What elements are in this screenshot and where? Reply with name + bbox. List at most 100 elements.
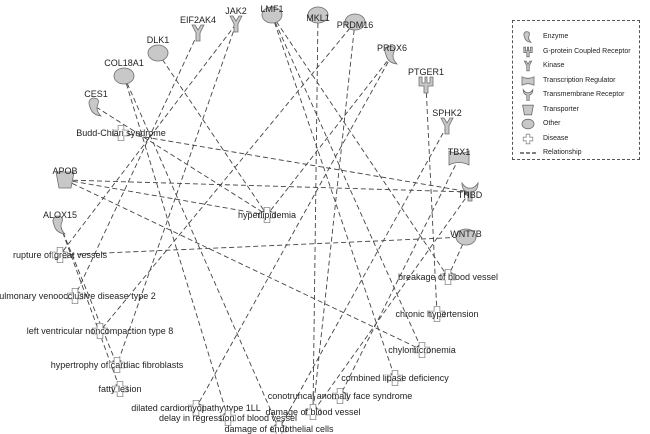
legend-label: Enzyme: [543, 33, 569, 40]
node-label: ALOX15: [43, 210, 77, 220]
node-dcm[interactable]: dilated cardiomyopathy type 1LL: [131, 400, 261, 416]
disease-icon: [92, 323, 108, 339]
legend-item-transmembrane: Transmembrane Receptor: [513, 88, 639, 101]
disease-icon: [109, 357, 125, 373]
node-label: CES1: [84, 89, 108, 99]
legend-label: Transcription Regulator: [543, 76, 616, 84]
node-thbd[interactable]: THBD: [458, 181, 483, 202]
edge-apob-hyperlip: [64, 179, 268, 218]
node-label: PTGER1: [408, 67, 444, 77]
node-endo[interactable]: damage of endothelial cells: [224, 421, 334, 434]
node-combined[interactable]: combined lipase deficiency: [341, 370, 449, 386]
legend-item-transcription: Transcription Regulator: [513, 75, 639, 87]
other-icon: [521, 118, 535, 130]
node-dobv[interactable]: damage of blood vessel: [265, 404, 361, 420]
node-eif2ak4[interactable]: EIF2AK4: [180, 15, 216, 42]
disease-icon: [414, 342, 430, 358]
node-label: fatty lesion: [98, 384, 141, 394]
disease-icon: [220, 410, 236, 426]
node-budd[interactable]: Budd-Chiari syndrome: [76, 125, 166, 141]
edge-sphk2-endo: [278, 125, 448, 430]
edge-col18a1-endo: [123, 75, 280, 430]
legend-label: Disease: [543, 134, 569, 142]
legend-item-relationship: Relationship: [513, 147, 639, 159]
node-alox15[interactable]: ALOX15: [43, 210, 77, 235]
node-sphk2[interactable]: SPHK2: [432, 108, 462, 135]
edge-prdm16-lvnc: [99, 21, 356, 332]
legend-item-kinase: Kinase: [513, 60, 639, 72]
node-label: hypertrophy of cardiac fibroblasts: [51, 360, 184, 370]
edge-alox15-hypertrophy: [59, 224, 118, 366]
node-conotruncal[interactable]: conotruncal anomaly face syndrome: [268, 388, 413, 404]
node-label: pulmonary venoocclusive disease type 2: [0, 291, 156, 301]
node-label: TBX1: [448, 147, 471, 157]
edge-apob-thbd: [64, 179, 471, 195]
node-label: left ventricular noncompaction type 8: [27, 326, 174, 336]
node-chylo[interactable]: chylomicronemia: [388, 342, 456, 358]
node-label: LMF1: [260, 4, 283, 14]
edge-apob-chylo: [64, 179, 423, 351]
disease-icon: [387, 370, 403, 386]
disease-icon: [188, 400, 204, 416]
node-label: Budd-Chiari syndrome: [76, 128, 166, 138]
enzyme-icon: [384, 45, 399, 65]
node-dlk1[interactable]: DLK1: [147, 35, 170, 62]
node-breakage[interactable]: breakage of blood vessel: [398, 269, 498, 285]
node-hyperlip[interactable]: hyperlipidemia: [238, 207, 296, 223]
node-label: THBD: [458, 190, 483, 200]
node-chronic[interactable]: chronic hypertension: [395, 306, 479, 322]
node-fatty[interactable]: fatty lesion: [98, 381, 142, 397]
edge-wnt7b-rupture: [59, 236, 467, 258]
kinase-icon: [191, 24, 205, 42]
node-jak2[interactable]: JAK2: [225, 6, 247, 33]
legend-item-gpcr: G-protein Coupled Receptor: [513, 46, 639, 58]
node-col18a1[interactable]: COL18A1: [104, 58, 144, 85]
node-label: damage of endothelial cells: [224, 424, 334, 434]
node-lmf1[interactable]: LMF1: [260, 4, 284, 24]
node-label: rupture of great vessels: [13, 250, 108, 260]
node-hypertrophy[interactable]: hypertrophy of cardiac fibroblasts: [51, 357, 184, 373]
other-icon: [147, 44, 169, 62]
node-ces1[interactable]: CES1: [84, 89, 108, 117]
node-label: COL18A1: [104, 58, 144, 68]
node-delay[interactable]: delay in regression of blood vessel: [159, 410, 297, 426]
node-label: SPHK2: [432, 108, 462, 118]
node-tbx1[interactable]: TBX1: [448, 147, 471, 166]
kinase-icon: [229, 15, 243, 33]
node-label: delay in regression of blood vessel: [159, 413, 297, 423]
other-icon: [113, 67, 135, 85]
node-mkl1[interactable]: MKL1: [306, 6, 330, 24]
legend-label: Transmembrane Receptor: [543, 91, 625, 98]
node-prdm16[interactable]: PRDM16: [337, 13, 374, 31]
transporter-icon: [522, 104, 534, 115]
edge-thbd-dobv: [312, 191, 471, 413]
node-label: WNT7B: [450, 229, 482, 239]
node-apob[interactable]: APOB: [52, 166, 78, 189]
node-ptger1[interactable]: PTGER1: [408, 67, 444, 94]
legend-item-enzyme: Enzyme: [513, 31, 639, 43]
kinase-icon: [440, 117, 454, 135]
disease-icon: [440, 269, 456, 285]
edge-jak2-rupture: [59, 23, 237, 256]
node-lvnc[interactable]: left ventricular noncompaction type 8: [27, 323, 174, 339]
enzyme-icon: [88, 97, 103, 117]
gpcr-icon: [523, 46, 533, 57]
disease-icon: [113, 125, 129, 141]
node-pvod[interactable]: pulmonary venoocclusive disease type 2: [0, 288, 156, 304]
legend-label: Relationship: [543, 149, 582, 156]
legend-label: Transporter: [543, 105, 579, 113]
transmembrane-icon: [522, 88, 534, 101]
node-label: dilated cardiomyopathy type 1LL: [131, 403, 261, 413]
disease-icon: [259, 207, 275, 223]
edge-dlk1-hyperlip: [157, 52, 268, 216]
edge-budd-thbd: [120, 132, 471, 195]
kinase-icon: [523, 60, 533, 72]
node-wnt7b[interactable]: WNT7B: [450, 228, 482, 246]
node-rupture[interactable]: rupture of great vessels: [13, 247, 108, 263]
gpcr-icon: [418, 76, 434, 94]
node-label: damage of blood vessel: [265, 407, 360, 417]
node-prdx6[interactable]: PRDX6: [377, 43, 407, 65]
disease-icon: [67, 288, 83, 304]
